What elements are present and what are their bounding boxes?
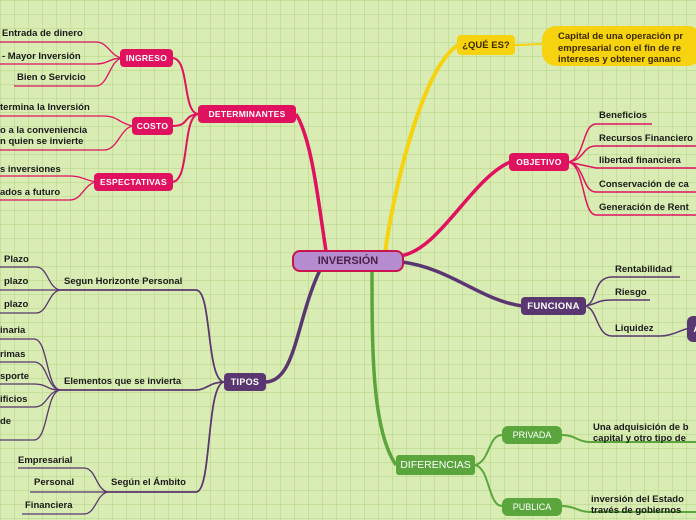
privada-text: Una adquisición de b capital y otro tipo… [593,422,689,444]
funciona-item: Liquidez [615,323,654,334]
elementos-item: sporte [0,371,30,382]
ingreso-item: Entrada de dinero [2,28,83,39]
horizonte-item: Plazo [4,254,29,265]
ambito-item: Personal [34,477,75,488]
ingreso-item: Bien o Servicio [17,72,86,83]
horizonte-item: plazo [4,299,29,310]
determinantes-node[interactable]: DETERMINANTES [198,105,296,123]
ingreso-node[interactable]: INGRESO [120,49,173,67]
funciona-item: Rentabilidad [615,264,673,275]
funciona-extra-node[interactable]: A [687,316,696,342]
costo-item: termina la Inversión [0,102,90,113]
elementos-label: Elementos que se invierta [64,376,182,387]
ambito-item: Financiera [25,500,73,511]
que-es-definition: Capital de una operación pr empresarial … [542,26,696,66]
horizonte-item: plazo [4,276,29,287]
que-es-node[interactable]: ¿QUÉ ES? [457,35,515,55]
espectativas-item: ados a futuro [0,187,61,198]
funciona-node[interactable]: FUNCIONA [521,297,586,315]
costo-node[interactable]: COSTO [132,117,173,135]
elementos-item: rimas [0,349,26,360]
elementos-item: ificios [0,394,28,405]
elementos-item: de [0,416,12,427]
objetivo-item: Recursos Financiero [599,133,693,144]
objetivo-node[interactable]: OBJETIVO [509,153,569,171]
costo-item: o a la conveniencia n quien se invierte [0,125,88,147]
funciona-item: Riesgo [615,287,647,298]
espectativas-node[interactable]: ESPECTATIVAS [94,173,173,191]
publica-node[interactable]: PUBLICA [502,498,562,516]
objetivo-item: Conservación de ca [599,179,689,190]
publica-text: inversión del Estado través de gobiernos [591,494,684,516]
central-node[interactable]: INVERSIÓN [292,250,404,272]
espectativas-item: s inversiones [0,164,61,175]
tipos-node[interactable]: TIPOS [224,373,266,391]
elementos-item: inaria [0,325,26,336]
horizonte-label: Segun Horizonte Personal [64,276,183,287]
ingreso-item: - Mayor Inversión [2,51,81,62]
ambito-item: Empresarial [18,455,73,466]
privada-node[interactable]: PRIVADA [502,426,562,444]
objetivo-item: Beneficios [599,110,648,121]
diferencias-node[interactable]: DIFERENCIAS [396,455,475,475]
objetivo-item: Generación de Rent [599,202,689,213]
objetivo-item: libertad financiera [599,155,681,166]
ambito-label: Según el Ámbito [111,477,186,488]
